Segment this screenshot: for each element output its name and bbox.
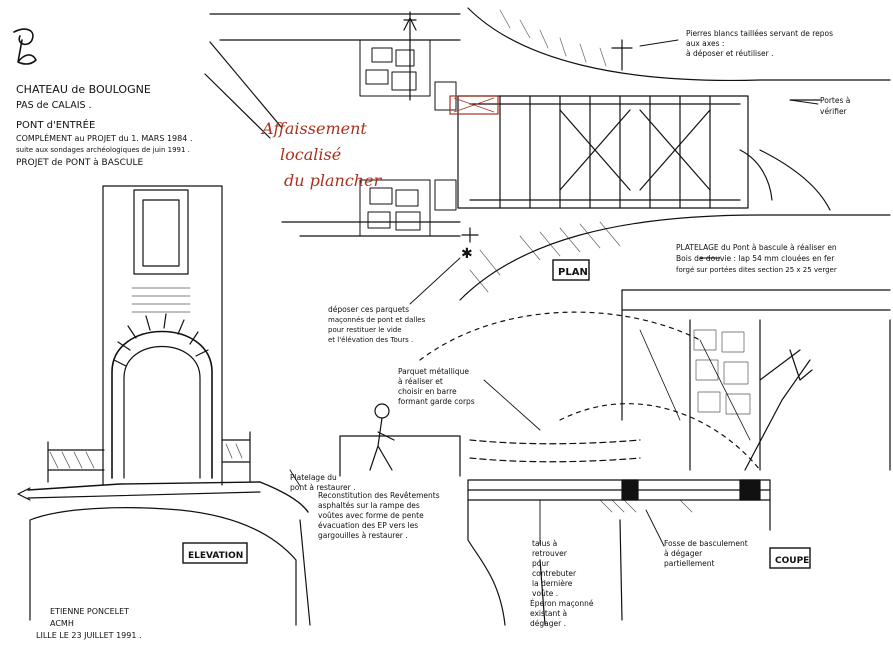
plan-wall-hatching [469,9,621,293]
note-platelage-pont-1: Platelage du [290,473,337,482]
title-sondages: suite aux sondages archéologiques de jui… [16,146,190,154]
title-subject: PONT d'ENTRÉE [16,118,95,131]
note-restitution-4: évacuation des EP vers les [318,521,418,530]
note-restitution-3: voûtes avec forme de pente [318,511,424,520]
signature-architect: ETIENNE PONCELET [50,607,129,616]
plan-label: PLAN [558,267,588,278]
note-restitution-2: asphaltés sur la rampe des [318,501,420,510]
note-platelage-2: Bois de douvie : lap 54 mm clouées en fe… [676,254,835,263]
note-platelage-3: forgé sur portées dites section 25 x 25 … [676,266,837,274]
note-deposer-2: maçonnés de pont et dalles [328,316,426,324]
note-talus-4: contrebuter [532,569,577,578]
note-fosse: Fosse de basculement à dégager partielle… [664,539,748,568]
subsidence-note: Affaissement localisé du plancher [260,119,383,190]
note-talus: talus à retrouver pour contrebuter la de… [532,539,577,598]
title-complement: COMPLÉMENT au PROJET du 1. MARS 1984 . [16,132,192,143]
note-talus-1: talus à [532,539,557,548]
note-fosse-2: à dégager [664,549,703,558]
note-deposer-3: pour restituer le vide [328,326,402,334]
note-platelage-pont: Platelage du pont à restaurer . [290,473,356,492]
note-talus-2: retrouver [532,549,568,558]
note-portes-2: vérifier [820,107,848,116]
note-parquet-2: à réaliser et [398,377,443,386]
subsidence-marker [449,95,499,115]
coupe-label: COUPE [775,556,809,566]
note-pierres-3: à déposer et réutiliser . [686,49,773,58]
title-project: PROJET de PONT à BASCULE [16,158,143,168]
note-deposer-4: et l'élévation des Tours . [328,336,413,344]
view-label-plan: PLAN [552,259,590,281]
note-platelage: PLATELAGE du Pont à bascule à réaliser e… [676,243,837,274]
note-pierres-1: Pierres blancs taillées servant de repos [686,29,833,38]
note-deposer-1: déposer ces parquets [328,305,409,314]
note-pierres-2: aux axes : [686,39,724,48]
note-parquet-3: choisir en barre [398,387,457,396]
note-talus-5: la dernière [532,579,573,588]
note-eperon-1: Éperon maçonné [530,599,594,608]
note-platelage-pont-2: pont à restaurer . [290,483,356,492]
note-fosse-3: partiellement [664,559,715,568]
note-platelage-1: PLATELAGE du Pont à bascule à réaliser e… [676,243,837,252]
note-eperon-3: dégager . [530,619,566,628]
note-restitution-5: gargouilles à restaurer . [318,531,408,540]
note-parquet-1: Parquet métallique [398,367,469,376]
note-talus-3: pour [532,559,550,568]
note-fosse-1: Fosse de basculement [664,539,748,548]
elevation-hatching [49,287,243,469]
note-deposer: déposer ces parquets maçonnés de pont et… [328,305,426,344]
elevation-label: ELEVATION [188,551,243,561]
view-label-coupe: COUPE [769,547,811,569]
elevation-drawing [17,185,309,626]
note-pierres: Pierres blancs taillées servant de repos… [686,29,833,58]
note-portes: Portes à vérifier [820,96,850,116]
note-restitution-1: Reconstitution des Revêtements [318,491,440,500]
signature-title: ACMH [50,619,74,628]
title-chateau: CHATEAU de BOULOGNE [16,83,151,96]
note-eperon: Éperon maçonné existant à dégager . [530,599,594,628]
note-eperon-2: existant à [530,609,567,618]
asterisk-marker: ✱ [461,246,473,262]
note-talus-6: voûte . [532,589,558,598]
signature-place-date: LILLE LE 23 JUILLET 1991 . [36,631,142,640]
title-region: PAS de CALAIS . [16,100,92,111]
plan-masonry-stones [359,39,457,237]
red-note-line-2: localisé [280,145,341,164]
view-label-elevation: ELEVATION [182,542,248,564]
note-parquet: Parquet métallique à réaliser et choisir… [398,367,475,406]
note-restitution: Reconstitution des Revêtements asphaltés… [318,491,440,540]
title-block: CHATEAU de BOULOGNE PAS de CALAIS . PONT… [16,83,192,168]
note-parquet-4: formant garde corps [398,397,475,406]
section-masonry [599,329,751,513]
red-note-line-3: du plancher [284,171,383,190]
plan-drawing [204,7,891,301]
signature-block: ETIENNE PONCELET ACMH LILLE LE 23 JUILLE… [36,607,142,640]
section-drawing [299,289,891,626]
red-note-line-1: Affaissement [260,119,367,138]
note-portes-1: Portes à [820,96,850,105]
leader-lines [289,39,819,547]
architect-monogram [13,28,37,65]
